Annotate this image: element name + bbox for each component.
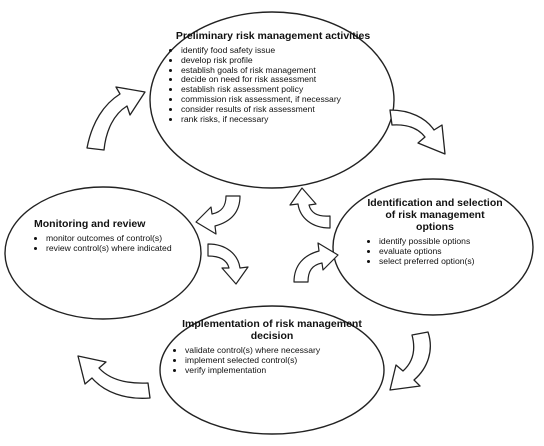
outer-arrow-lower-right: [389, 331, 431, 391]
node-title: Preliminary risk management activities: [175, 30, 371, 42]
inner-arrow-top-left: [195, 195, 241, 235]
list-item: establish goals of risk management: [181, 65, 378, 76]
ellipse-bottom: [159, 305, 385, 435]
outer-arrow-upper-right: [389, 109, 446, 155]
node-title: Identification and selection of risk man…: [367, 197, 503, 233]
list-item: develop risk profile: [181, 55, 378, 66]
list-item: decide on need for risk assessment: [181, 75, 378, 85]
ellipse-right: [332, 178, 534, 316]
list-item: evaluate options: [379, 246, 505, 257]
inner-arrow-bottom-right: [293, 242, 339, 283]
ellipse-top: [149, 11, 395, 189]
list-item: identify food safety issue: [181, 45, 378, 56]
node-title: Implementation of risk management decisi…: [182, 318, 362, 342]
node-identification-selection: Identification and selection of risk man…: [365, 197, 505, 266]
outer-arrow-upper-left: [86, 86, 146, 151]
node-implementation: Implementation of risk management decisi…: [172, 318, 372, 375]
list-item: verify implementation: [185, 365, 372, 376]
node-monitoring-review: Monitoring and review monitor outcomes o…: [30, 218, 180, 254]
list-item: implement selected control(s): [185, 355, 372, 366]
node-items: monitor outcomes of control(s) review co…: [30, 233, 180, 254]
list-item: commission risk assessment, if necessary: [181, 94, 378, 105]
list-item: monitor outcomes of control(s): [46, 233, 180, 244]
node-items: validate control(s) where necessary impl…: [172, 345, 372, 376]
list-item: consider results of risk assessment: [181, 104, 378, 115]
list-item: validate control(s) where necessary: [185, 345, 372, 356]
list-item: review control(s) where indicated: [46, 243, 180, 254]
node-preliminary-activities: Preliminary risk management activities i…: [168, 30, 378, 124]
list-item: establish risk assessment policy: [181, 84, 378, 95]
node-title: Monitoring and review: [34, 218, 146, 230]
outer-arrow-lower-left: [77, 355, 151, 399]
node-items: identify food safety issue develop risk …: [168, 45, 378, 125]
list-item: select preferred option(s): [379, 256, 505, 267]
list-item: rank risks, if necessary: [181, 114, 378, 125]
inner-arrow-left-bottom: [207, 243, 249, 285]
inner-arrow-right-top: [289, 187, 331, 229]
ellipse-left: [4, 186, 202, 320]
list-item: identify possible options: [379, 236, 505, 247]
node-items: identify possible options evaluate optio…: [365, 236, 505, 267]
